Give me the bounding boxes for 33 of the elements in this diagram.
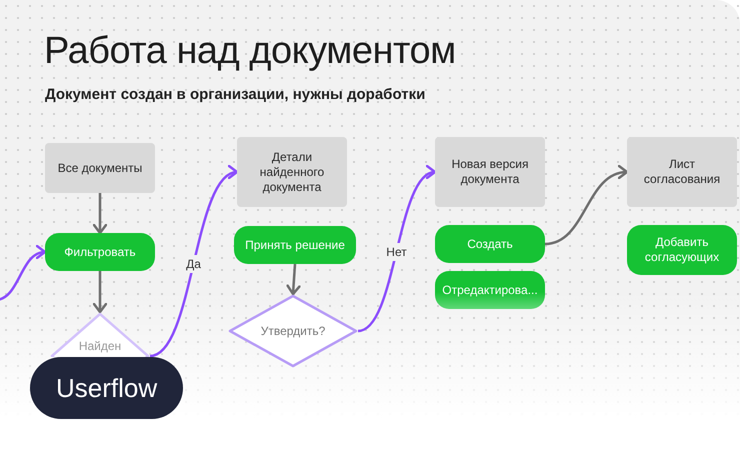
node-text: Создать bbox=[467, 236, 513, 252]
action-pill bbox=[234, 226, 356, 264]
tag-label: Userflow bbox=[30, 357, 184, 419]
node-text: Утвердить? bbox=[260, 323, 326, 340]
arrow bbox=[286, 264, 301, 296]
arrow bbox=[358, 168, 436, 332]
node-text: Новая версия документа bbox=[450, 157, 530, 187]
arrow bbox=[92, 193, 108, 234]
arrow bbox=[0, 246, 46, 302]
node-text: Фильтровать bbox=[64, 244, 136, 260]
arrow bbox=[544, 166, 628, 246]
arrow bbox=[150, 168, 238, 358]
edge-label: Да bbox=[184, 255, 203, 273]
node-text: Принять решение bbox=[245, 238, 345, 252]
node-text: Найден bbox=[78, 338, 122, 355]
screen-box bbox=[435, 137, 545, 207]
screen-box bbox=[45, 143, 155, 193]
action-pill bbox=[627, 225, 737, 275]
node-text: Отредактирова... bbox=[442, 282, 538, 298]
title: Работа над документом bbox=[44, 29, 456, 74]
node-text: Детали найденного документа bbox=[258, 150, 326, 194]
edge-label: Нет bbox=[384, 242, 409, 260]
decision-diamond bbox=[228, 294, 358, 368]
arrow bbox=[92, 271, 108, 314]
action-pill bbox=[45, 233, 155, 271]
action-pill bbox=[435, 271, 545, 309]
screen-box bbox=[237, 137, 347, 207]
node-text: Добавить согласующих bbox=[644, 235, 720, 265]
node-text: Все документы bbox=[58, 160, 142, 176]
node-text: Лист согласования bbox=[642, 157, 722, 187]
subtitle: Документ создан в организации, нужны доработки bbox=[45, 85, 426, 105]
action-pill bbox=[435, 225, 545, 263]
screen-box bbox=[627, 137, 737, 207]
